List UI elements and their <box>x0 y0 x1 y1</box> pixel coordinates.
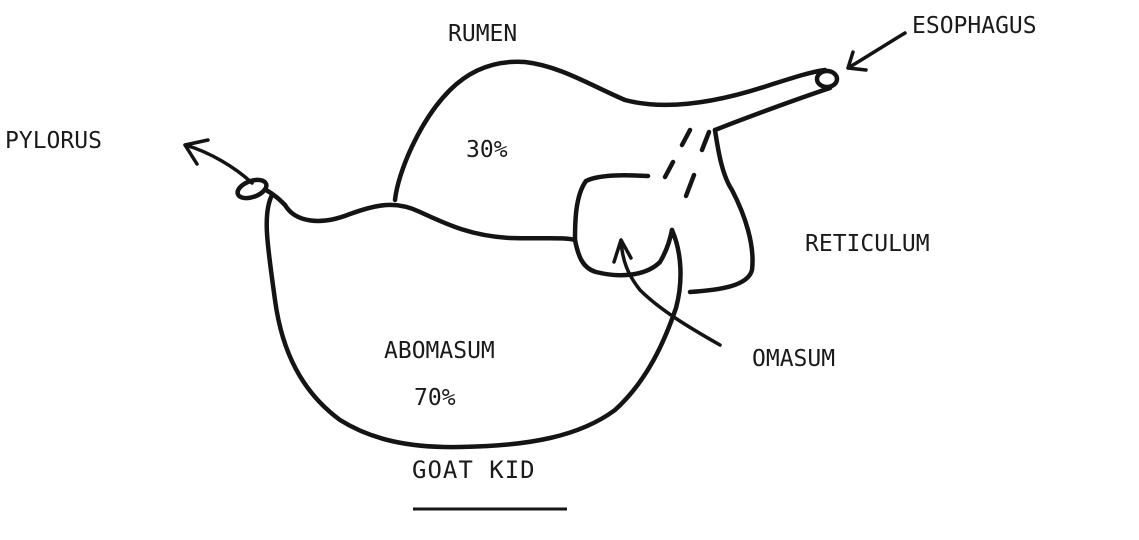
rumen-abomasum-boundary <box>285 205 575 240</box>
rumen-percentage: 30% <box>466 137 508 163</box>
omasum-label: OMASUM <box>752 346 835 372</box>
abomasum-percentage: 70% <box>414 385 456 411</box>
rumen-label: RUMEN <box>448 21 517 47</box>
diagram-title: GOAT KID <box>412 456 536 484</box>
esophagus-opening <box>817 71 837 87</box>
esophagus-arrow <box>848 33 905 70</box>
pylorus-opening <box>235 176 269 201</box>
abomasum-label: ABOMASUM <box>384 338 495 364</box>
pylorus-label: PYLORUS <box>5 128 102 154</box>
esophagus-label: ESOPHAGUS <box>912 13 1037 39</box>
reticulum-label: RETICULUM <box>805 231 930 257</box>
esophageal-groove-dashes <box>665 130 709 196</box>
rumen-outline <box>395 62 825 200</box>
pylorus-arrow <box>185 140 252 183</box>
reticulum-outline <box>690 130 753 292</box>
